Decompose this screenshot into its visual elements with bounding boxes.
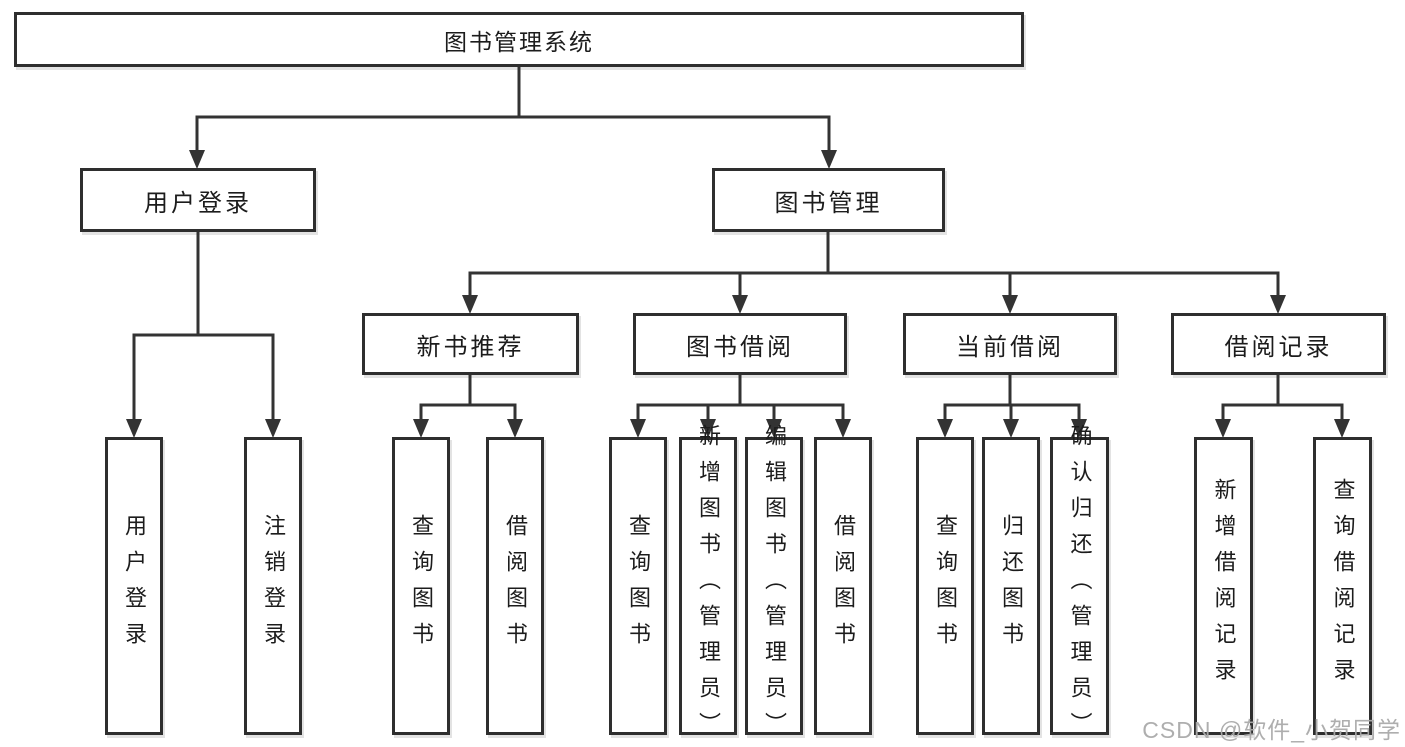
node-current-borrow: 当前借阅 [903, 313, 1117, 375]
leaf-borrow-books-recommend: 借阅图书 [486, 437, 544, 735]
edge-borrow-to-leaves [636, 403, 845, 421]
leaf-edit-book-admin: 编辑图书（管理员） [745, 424, 803, 747]
arrowhead-leaf-user-login [126, 419, 142, 438]
connector-lines [132, 66, 1344, 421]
leaf-label: 新增图书（管理员） [696, 424, 721, 747]
arrowhead-book-mgmt [821, 150, 837, 169]
leaf-label: 查询图书 [626, 514, 651, 658]
leaf-add-book-admin: 新增图书（管理员） [679, 424, 737, 747]
arrowheads [126, 150, 1350, 438]
arrowhead-leaf-add-record [1215, 419, 1231, 438]
arrowhead-leaf-edit-book [766, 419, 782, 438]
node-label: 新书推荐 [416, 333, 525, 361]
leaf-add-borrow-record: 新增借阅记录 [1194, 437, 1253, 735]
node-label: 借阅记录 [1224, 333, 1333, 361]
edge-recommend-to-leaves [419, 403, 517, 421]
leaf-confirm-return-admin: 确认归还（管理员） [1050, 424, 1109, 747]
node-label: 图书管理系统 [444, 28, 594, 55]
leaf-query-books-current: 查询图书 [916, 437, 974, 735]
node-label: 图书借阅 [686, 333, 794, 361]
node-label: 当前借阅 [956, 333, 1064, 361]
node-new-book-recommend: 新书推荐 [362, 313, 579, 375]
arrowhead-leaf-confirm-return [1071, 419, 1087, 438]
leaf-label: 编辑图书（管理员） [762, 424, 787, 747]
arrowhead-book-borrow [732, 295, 748, 314]
node-label: 用户登录 [144, 189, 252, 217]
node-borrow-records: 借阅记录 [1171, 313, 1386, 375]
arrowhead-current-borrow [1002, 295, 1018, 314]
node-book-management: 图书管理 [712, 168, 945, 232]
node-library-management-system: 图书管理系统 [14, 12, 1024, 67]
leaf-query-books-borrow: 查询图书 [609, 437, 667, 735]
arrowhead-leaf-query-2 [630, 419, 646, 438]
node-label: 图书管理 [774, 189, 883, 217]
leaf-label: 确认归还（管理员） [1067, 424, 1093, 747]
arrowhead-user-login [189, 150, 205, 169]
edge-user-login-to-leaves [132, 333, 275, 421]
edge-book-mgmt-to-level3 [468, 271, 1280, 297]
edge-records-to-leaves [1221, 403, 1344, 421]
arrowhead-leaf-query-3 [937, 419, 953, 438]
leaf-label: 用户登录 [122, 514, 147, 658]
arrowhead-leaf-return [1003, 419, 1019, 438]
arrowhead-leaf-borrow-1 [507, 419, 523, 438]
leaf-label: 注销登录 [261, 514, 286, 658]
arrowhead-recommend [462, 295, 478, 314]
leaf-query-borrow-record: 查询借阅记录 [1313, 437, 1372, 735]
leaf-label: 查询图书 [933, 514, 958, 658]
leaf-label: 借阅图书 [503, 514, 528, 658]
leaf-label: 归还图书 [999, 514, 1024, 658]
leaf-label: 查询借阅记录 [1330, 478, 1356, 694]
leaf-label: 新增借阅记录 [1211, 478, 1237, 694]
node-book-borrow: 图书借阅 [633, 313, 847, 375]
csdn-watermark: CSDN @软件_小贺同学 [1142, 717, 1401, 743]
edge-root-to-level2 [195, 115, 831, 152]
arrowhead-leaf-borrow-2 [835, 419, 851, 438]
arrowhead-leaf-query-1 [413, 419, 429, 438]
arrowhead-leaf-add-book [700, 419, 716, 438]
arrowhead-leaf-logout [265, 419, 281, 438]
arrowhead-borrow-records [1270, 295, 1286, 314]
arrowhead-leaf-query-record [1334, 419, 1350, 438]
leaf-logout: 注销登录 [244, 437, 302, 735]
leaf-label: 借阅图书 [831, 514, 856, 658]
leaf-query-books-recommend: 查询图书 [392, 437, 450, 735]
leaf-label: 查询图书 [409, 514, 434, 658]
node-user-login: 用户登录 [80, 168, 316, 232]
leaf-borrow-books: 借阅图书 [814, 437, 872, 735]
leaf-return-book: 归还图书 [982, 437, 1040, 735]
leaf-user-login: 用户登录 [105, 437, 163, 735]
